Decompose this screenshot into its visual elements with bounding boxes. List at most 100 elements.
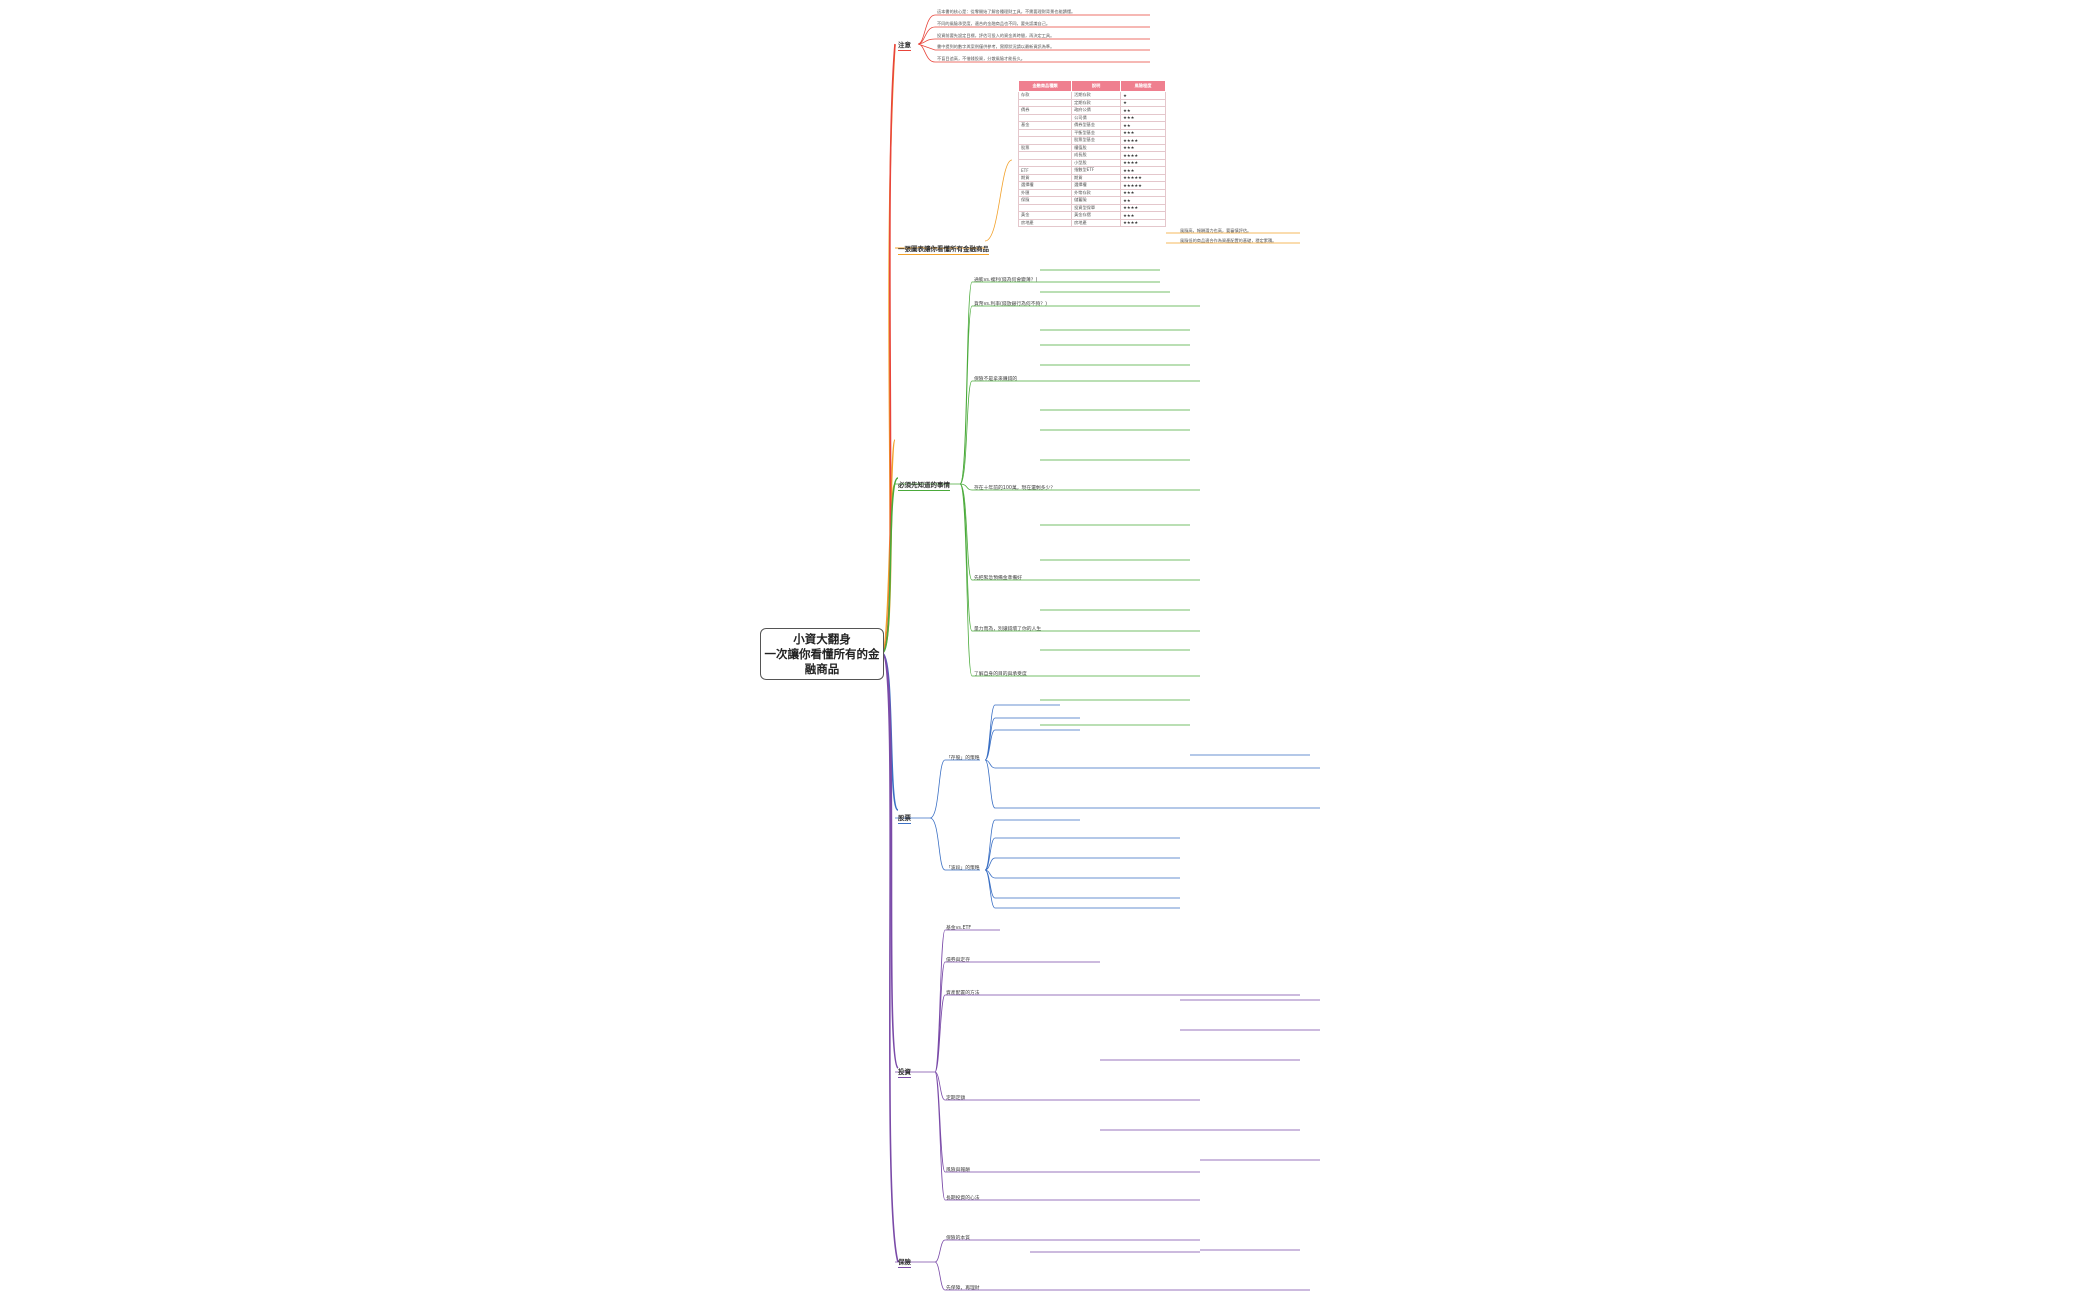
rating-cell [1017, 136, 1073, 145]
branch-overview[interactable]: 一張圖表讓你看懂所有金融商品 [898, 245, 989, 255]
rating-cell: 儲蓄險 [1071, 196, 1122, 205]
branch-notes[interactable]: 注意 [898, 41, 911, 51]
rating-row: 股票權值股★★★ [1017, 143, 1166, 152]
overview-note: 風險低的商品適合作為資產配置的基礎，穩定累積。 [1180, 238, 1277, 243]
connector-overview [881, 44, 896, 654]
rating-cell: ★★★ [1120, 188, 1166, 197]
connector-must-know [881, 477, 899, 654]
rating-cell: ★★★ [1120, 143, 1166, 152]
rating-cell: ★★ [1120, 196, 1166, 205]
rating-cell: ★★ [1120, 121, 1166, 130]
rating-cell: 定期存款 [1071, 98, 1122, 107]
rating-row: 保險儲蓄險★★ [1017, 196, 1166, 205]
funds-item[interactable]: 定期定額 [946, 1096, 966, 1101]
rating-cell: ★ [1120, 98, 1166, 107]
rating-cell [1017, 113, 1073, 122]
rating-row: 存款活期存款★ [1017, 91, 1166, 100]
rating-cell: 存款 [1017, 91, 1073, 100]
rating-cell: 權值股 [1071, 143, 1122, 152]
connector-insurance [881, 652, 899, 1263]
note-item: 書中提到的數字與案例僅供參考，實際狀況請以最新資訊為準。 [937, 44, 1055, 49]
funds-item[interactable]: 資產配置的方法 [946, 991, 980, 996]
branch-funds[interactable]: 投資 [898, 1068, 911, 1078]
funds-item[interactable]: 長期投資的心法 [946, 1196, 980, 1201]
rating-cell: 黃金存摺 [1071, 211, 1122, 220]
rating-cell: ★★★ [1120, 211, 1166, 220]
rating-cell: 平衡型基金 [1071, 128, 1122, 137]
rating-cell: 選擇權 [1071, 181, 1122, 190]
rating-cell: 小型股 [1071, 158, 1122, 167]
rating-cell [1017, 203, 1073, 212]
stocks-item[interactable]: 「波段」的策略 [946, 866, 980, 871]
insurance-item[interactable]: 先保障，再理財 [946, 1286, 980, 1291]
branch-insurance[interactable]: 保險 [898, 1258, 911, 1268]
note-item: 投資前要先設定目標，評估可投入的資金與時間，再決定工具。 [937, 33, 1055, 38]
rating-row: 公司債★★★ [1017, 113, 1166, 122]
rating-cell: ★ [1120, 91, 1166, 100]
rating-cell [1017, 128, 1073, 137]
rating-cell: ★★★ [1120, 113, 1166, 122]
must-know-item[interactable]: 了解自身的目的與承受度 [974, 672, 1027, 677]
rating-cell: 外幣存款 [1071, 188, 1122, 197]
rating-row: 黃金黃金存摺★★★ [1017, 211, 1166, 220]
rating-cell: 房地產 [1017, 218, 1073, 227]
rating-cell: 活期存款 [1071, 91, 1122, 100]
root-node: 小資大翻身 一次讓你看懂所有的金融商品 [760, 628, 884, 680]
rating-cell: 期貨 [1071, 173, 1122, 182]
rating-cell: 外匯 [1017, 188, 1073, 197]
must-know-item[interactable]: 先把緊急預備金準備好 [974, 576, 1022, 581]
rating-cell: ★★★★ [1120, 158, 1166, 167]
rating-row: 選擇權選擇權★★★★★ [1017, 181, 1166, 190]
funds-item[interactable]: 基金vs.ETF [946, 926, 972, 931]
note-item: 不盲目追高，不借錢投資，分散風險才能長久。 [937, 56, 1025, 61]
branch-must-know[interactable]: 必須先知道的事情 [898, 481, 950, 491]
rating-row: 投資型保單★★★★ [1017, 203, 1166, 212]
rating-cell: 投資型保單 [1071, 203, 1122, 212]
must-know-item[interactable]: 量力而為，別讓錢壞了你的人生 [974, 627, 1042, 632]
overview-note: 風險高，報酬潛力也高，要審慎評估。 [1180, 228, 1252, 233]
rating-row: 成長股★★★★ [1017, 151, 1166, 160]
funds-item[interactable]: 風險與報酬 [946, 1168, 970, 1173]
rating-cell: 黃金 [1017, 211, 1073, 220]
branch-stocks[interactable]: 股票 [898, 814, 911, 824]
connector-funds [881, 652, 899, 1069]
rating-cell: ★★★ [1120, 128, 1166, 137]
rating-cell: 股票 [1017, 143, 1073, 152]
rating-row: 小型股★★★★ [1017, 158, 1166, 167]
rating-header: 說明 [1071, 80, 1122, 92]
rating-row: 外匯外幣存款★★★ [1017, 188, 1166, 197]
rating-cell [1017, 158, 1073, 167]
rating-cell: ETF [1017, 166, 1073, 175]
rating-cell: ★★★★★ [1120, 181, 1166, 190]
rating-cell: ★★★★ [1120, 136, 1166, 145]
rating-cell: 期貨 [1017, 173, 1073, 182]
rating-header: 風險程度 [1120, 80, 1166, 92]
must-know-item[interactable]: 通膨vs.複利(錢為何會變薄？) [974, 278, 1038, 283]
must-know-item[interactable]: 貨幣vs.利率(錢放銀行為何不夠？) [974, 302, 1047, 307]
rating-cell: ★★★★ [1120, 218, 1166, 227]
stocks-item[interactable]: 「存股」的策略 [946, 756, 980, 761]
rating-row: 期貨期貨★★★★★ [1017, 173, 1166, 182]
rating-cell: ★★ [1120, 106, 1166, 115]
must-know-item[interactable]: 存在十年前的100萬，現在還剩多少？ [974, 486, 1056, 491]
rating-row: 房地產房地產★★★★ [1017, 218, 1166, 227]
rating-cell: ★★★★ [1120, 151, 1166, 160]
rating-cell: 債券 [1017, 106, 1073, 115]
rating-table: 金融商品種類 說明 風險程度 存款活期存款★定期存款★債券政府公債★★公司債★★… [1017, 80, 1166, 227]
rating-cell: 股票型基金 [1071, 136, 1122, 145]
rating-row: 平衡型基金★★★ [1017, 128, 1166, 137]
insurance-item[interactable]: 保險的本質 [946, 1236, 970, 1241]
note-item: 不同的風險承受度，適合的金融商品也不同，要先認識自己。 [937, 21, 1051, 26]
must-know-item[interactable]: 保險不是拿來賺錢的 [974, 377, 1018, 382]
rating-cell: 政府公債 [1071, 106, 1122, 115]
rating-cell: 指數型ETF [1071, 166, 1122, 175]
rating-row: 基金債券型基金★★ [1017, 121, 1166, 130]
funds-item[interactable]: 債券與定存 [946, 958, 970, 963]
rating-header: 金融商品種類 [1017, 80, 1073, 92]
rating-cell: ★★★★ [1120, 203, 1166, 212]
rating-cell: 基金 [1017, 121, 1073, 130]
rating-cell [1017, 98, 1073, 107]
rating-cell: ★★★ [1120, 166, 1166, 175]
